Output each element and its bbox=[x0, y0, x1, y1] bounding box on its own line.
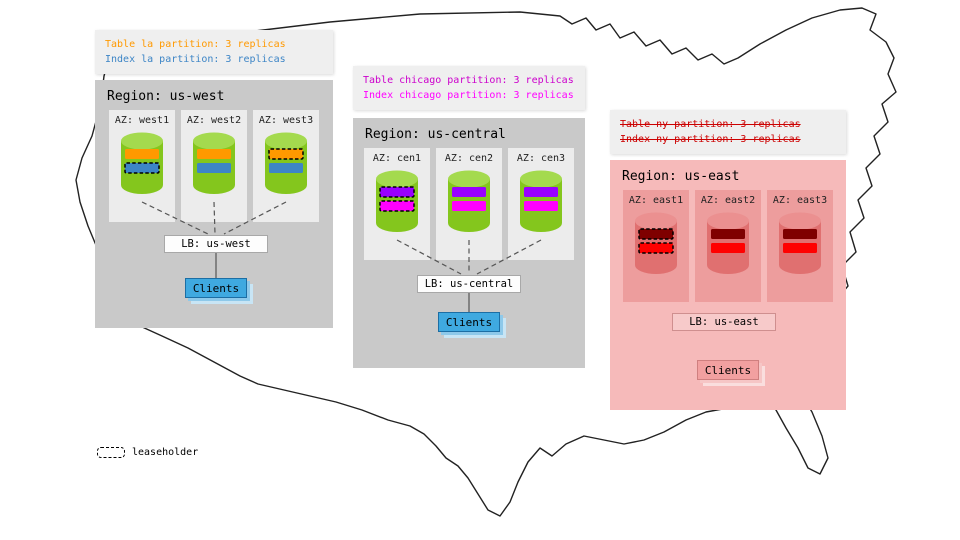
az-cen3: AZ: cen3 bbox=[508, 148, 574, 260]
az-label-east3: AZ: east3 bbox=[772, 195, 828, 206]
database-cylinder-west1 bbox=[121, 132, 163, 194]
index-replica-bar bbox=[452, 201, 486, 211]
az-cen1: AZ: cen1 bbox=[364, 148, 430, 260]
az-row-us-east: AZ: east1 AZ: east2 AZ: east3 bbox=[610, 190, 846, 302]
table-replica-bar bbox=[524, 187, 558, 197]
az-row-us-west: AZ: west1 AZ: west2 AZ: west3 bbox=[95, 110, 333, 222]
legend: leaseholder bbox=[97, 447, 198, 458]
table-replica-leaseholder-bar bbox=[379, 186, 415, 198]
az-west2: AZ: west2 bbox=[181, 110, 247, 222]
index-replica-bar bbox=[711, 243, 745, 253]
index-replica-bar bbox=[269, 163, 303, 173]
az-label-cen3: AZ: cen3 bbox=[516, 153, 566, 164]
az-label-cen1: AZ: cen1 bbox=[372, 153, 422, 164]
az-west1: AZ: west1 bbox=[109, 110, 175, 222]
annotation-table-ny-struck: Table ny partition: 3 replicas bbox=[620, 119, 801, 130]
index-replica-bar bbox=[524, 201, 558, 211]
az-label-west2: AZ: west2 bbox=[186, 115, 242, 126]
table-replica-bar bbox=[197, 149, 231, 159]
index-replica-bar bbox=[783, 243, 817, 253]
database-cylinder-cen2 bbox=[448, 170, 490, 232]
table-replica-leaseholder-bar bbox=[268, 148, 304, 160]
az-label-west3: AZ: west3 bbox=[258, 115, 314, 126]
index-replica-leaseholder-bar bbox=[379, 200, 415, 212]
table-replica-bar bbox=[125, 149, 159, 159]
annotation-us-west: Table la partition: 3 replicas Index la … bbox=[95, 30, 333, 74]
az-label-east2: AZ: east2 bbox=[700, 195, 756, 206]
annotation-index-chicago: Index chicago partition: 3 replicas bbox=[363, 90, 574, 101]
az-west3: AZ: west3 bbox=[253, 110, 319, 222]
region-title-us-central: Region: us-central bbox=[365, 127, 506, 142]
region-title-us-west: Region: us-west bbox=[107, 89, 225, 104]
az-row-us-central: AZ: cen1 AZ: cen2 AZ: cen3 bbox=[353, 148, 585, 260]
az-label-cen2: AZ: cen2 bbox=[444, 153, 494, 164]
leaseholder-swatch-icon bbox=[97, 447, 125, 458]
az-cen2: AZ: cen2 bbox=[436, 148, 502, 260]
index-replica-bar bbox=[197, 163, 231, 173]
database-cylinder-west2 bbox=[193, 132, 235, 194]
annotation-index-la: Index la partition: 3 replicas bbox=[105, 54, 286, 65]
lb-us-west: LB: us-west bbox=[164, 235, 268, 253]
legend-label: leaseholder bbox=[132, 447, 199, 458]
clients-us-east: Clients bbox=[697, 360, 759, 380]
index-replica-leaseholder-bar bbox=[124, 162, 160, 174]
database-cylinder-cen1 bbox=[376, 170, 418, 232]
us-map-border-path bbox=[75, 7, 897, 517]
az-label-west1: AZ: west1 bbox=[114, 115, 170, 126]
region-title-us-east: Region: us-east bbox=[622, 169, 740, 184]
database-cylinder-east3 bbox=[779, 212, 821, 274]
table-replica-bar bbox=[452, 187, 486, 197]
annotation-table-la: Table la partition: 3 replicas bbox=[105, 39, 286, 50]
database-cylinder-west3 bbox=[265, 132, 307, 194]
database-cylinder-east1 bbox=[635, 212, 677, 274]
table-replica-bar bbox=[711, 229, 745, 239]
annotation-us-central: Table chicago partition: 3 replicas Inde… bbox=[353, 66, 585, 110]
az-label-east1: AZ: east1 bbox=[628, 195, 684, 206]
clients-us-west: Clients bbox=[185, 278, 247, 298]
az-east2: AZ: east2 bbox=[695, 190, 761, 302]
clients-us-central: Clients bbox=[438, 312, 500, 332]
index-replica-leaseholder-bar bbox=[638, 242, 674, 254]
annotation-table-chicago: Table chicago partition: 3 replicas bbox=[363, 75, 574, 86]
database-cylinder-east2 bbox=[707, 212, 749, 274]
table-replica-leaseholder-bar bbox=[638, 228, 674, 240]
annotation-us-east: Table ny partition: 3 replicas Index ny … bbox=[610, 110, 846, 154]
lb-us-east: LB: us-east bbox=[672, 313, 776, 331]
az-east1: AZ: east1 bbox=[623, 190, 689, 302]
annotation-index-ny-struck: Index ny partition: 3 replicas bbox=[620, 134, 801, 145]
database-cylinder-cen3 bbox=[520, 170, 562, 232]
lb-us-central: LB: us-central bbox=[417, 275, 521, 293]
az-east3: AZ: east3 bbox=[767, 190, 833, 302]
table-replica-bar bbox=[783, 229, 817, 239]
